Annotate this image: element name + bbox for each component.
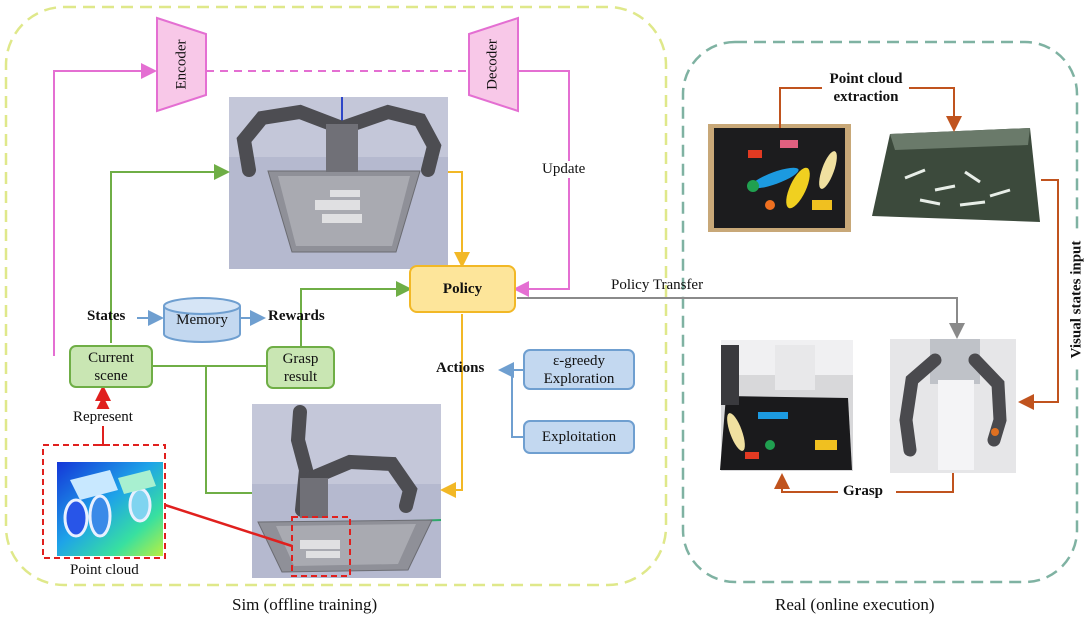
sim-highlight-box [291,516,351,577]
real-robot-photo-right [890,339,1016,473]
real-robot-photo-left [720,340,853,471]
current-scene-box: Current scene [69,345,153,388]
decoder-label: Decoder [484,39,501,90]
policy-transfer-arrow [517,297,965,339]
egreedy-box: ε-greedy Exploration [523,349,635,390]
sim-panel-label: Sim (offline training) [232,595,378,614]
extraction-arrow-out [909,87,962,132]
policy-to-sim-bottom-arrow [440,314,463,498]
grasp-to-policy-arrow [300,281,412,346]
sim-top-image [229,97,448,269]
grasp-result-box: Grasp result [266,346,335,389]
sim-top-to-policy-arrow [448,171,470,268]
real-pointcloud-photo [872,128,1040,222]
point-cloud-image [57,462,163,556]
scene-to-sim-top-arrow [110,164,230,343]
sim-bottom-image [252,404,442,578]
sim-panel-border [4,5,668,587]
real-panel-border [681,40,1079,584]
encoder-shape [156,16,207,113]
states-label: States [87,308,126,324]
grasp-arrow [896,473,954,493]
grasp-label: Grasp [843,483,884,499]
represent-label: Represent [70,409,136,426]
rewards-label: Rewards [268,308,325,324]
scene-to-sim-bottom-line [153,365,252,494]
exploitation-bracket [511,370,523,438]
memory-cylinder [163,297,241,343]
real-panel-label: Real (online execution) [775,595,935,614]
scene-to-encoder-arrow [53,63,157,356]
memory-label: Memory [176,312,228,328]
actions-label: Actions [436,360,485,376]
policy-box: Policy [409,265,516,313]
exploitation-box: Exploitation [523,420,635,454]
visual-states-arrow [1018,179,1059,410]
policy-transfer-label: Policy Transfer [611,277,704,293]
grasp-arrow-to-photo [774,473,838,493]
real-table-photo [708,124,851,232]
visual-states-label: Visual states input [1068,229,1084,370]
update-label: Update [540,161,588,178]
encoder-label: Encoder [173,39,190,90]
extraction-arrow-in [779,87,822,128]
decoder-update-arrow [513,70,570,297]
decoder-shape [468,16,519,113]
point-cloud-label: Point cloud [70,562,139,578]
highlight-connector [164,503,293,548]
point-cloud-extraction-label: Point cloud extraction [829,71,903,105]
